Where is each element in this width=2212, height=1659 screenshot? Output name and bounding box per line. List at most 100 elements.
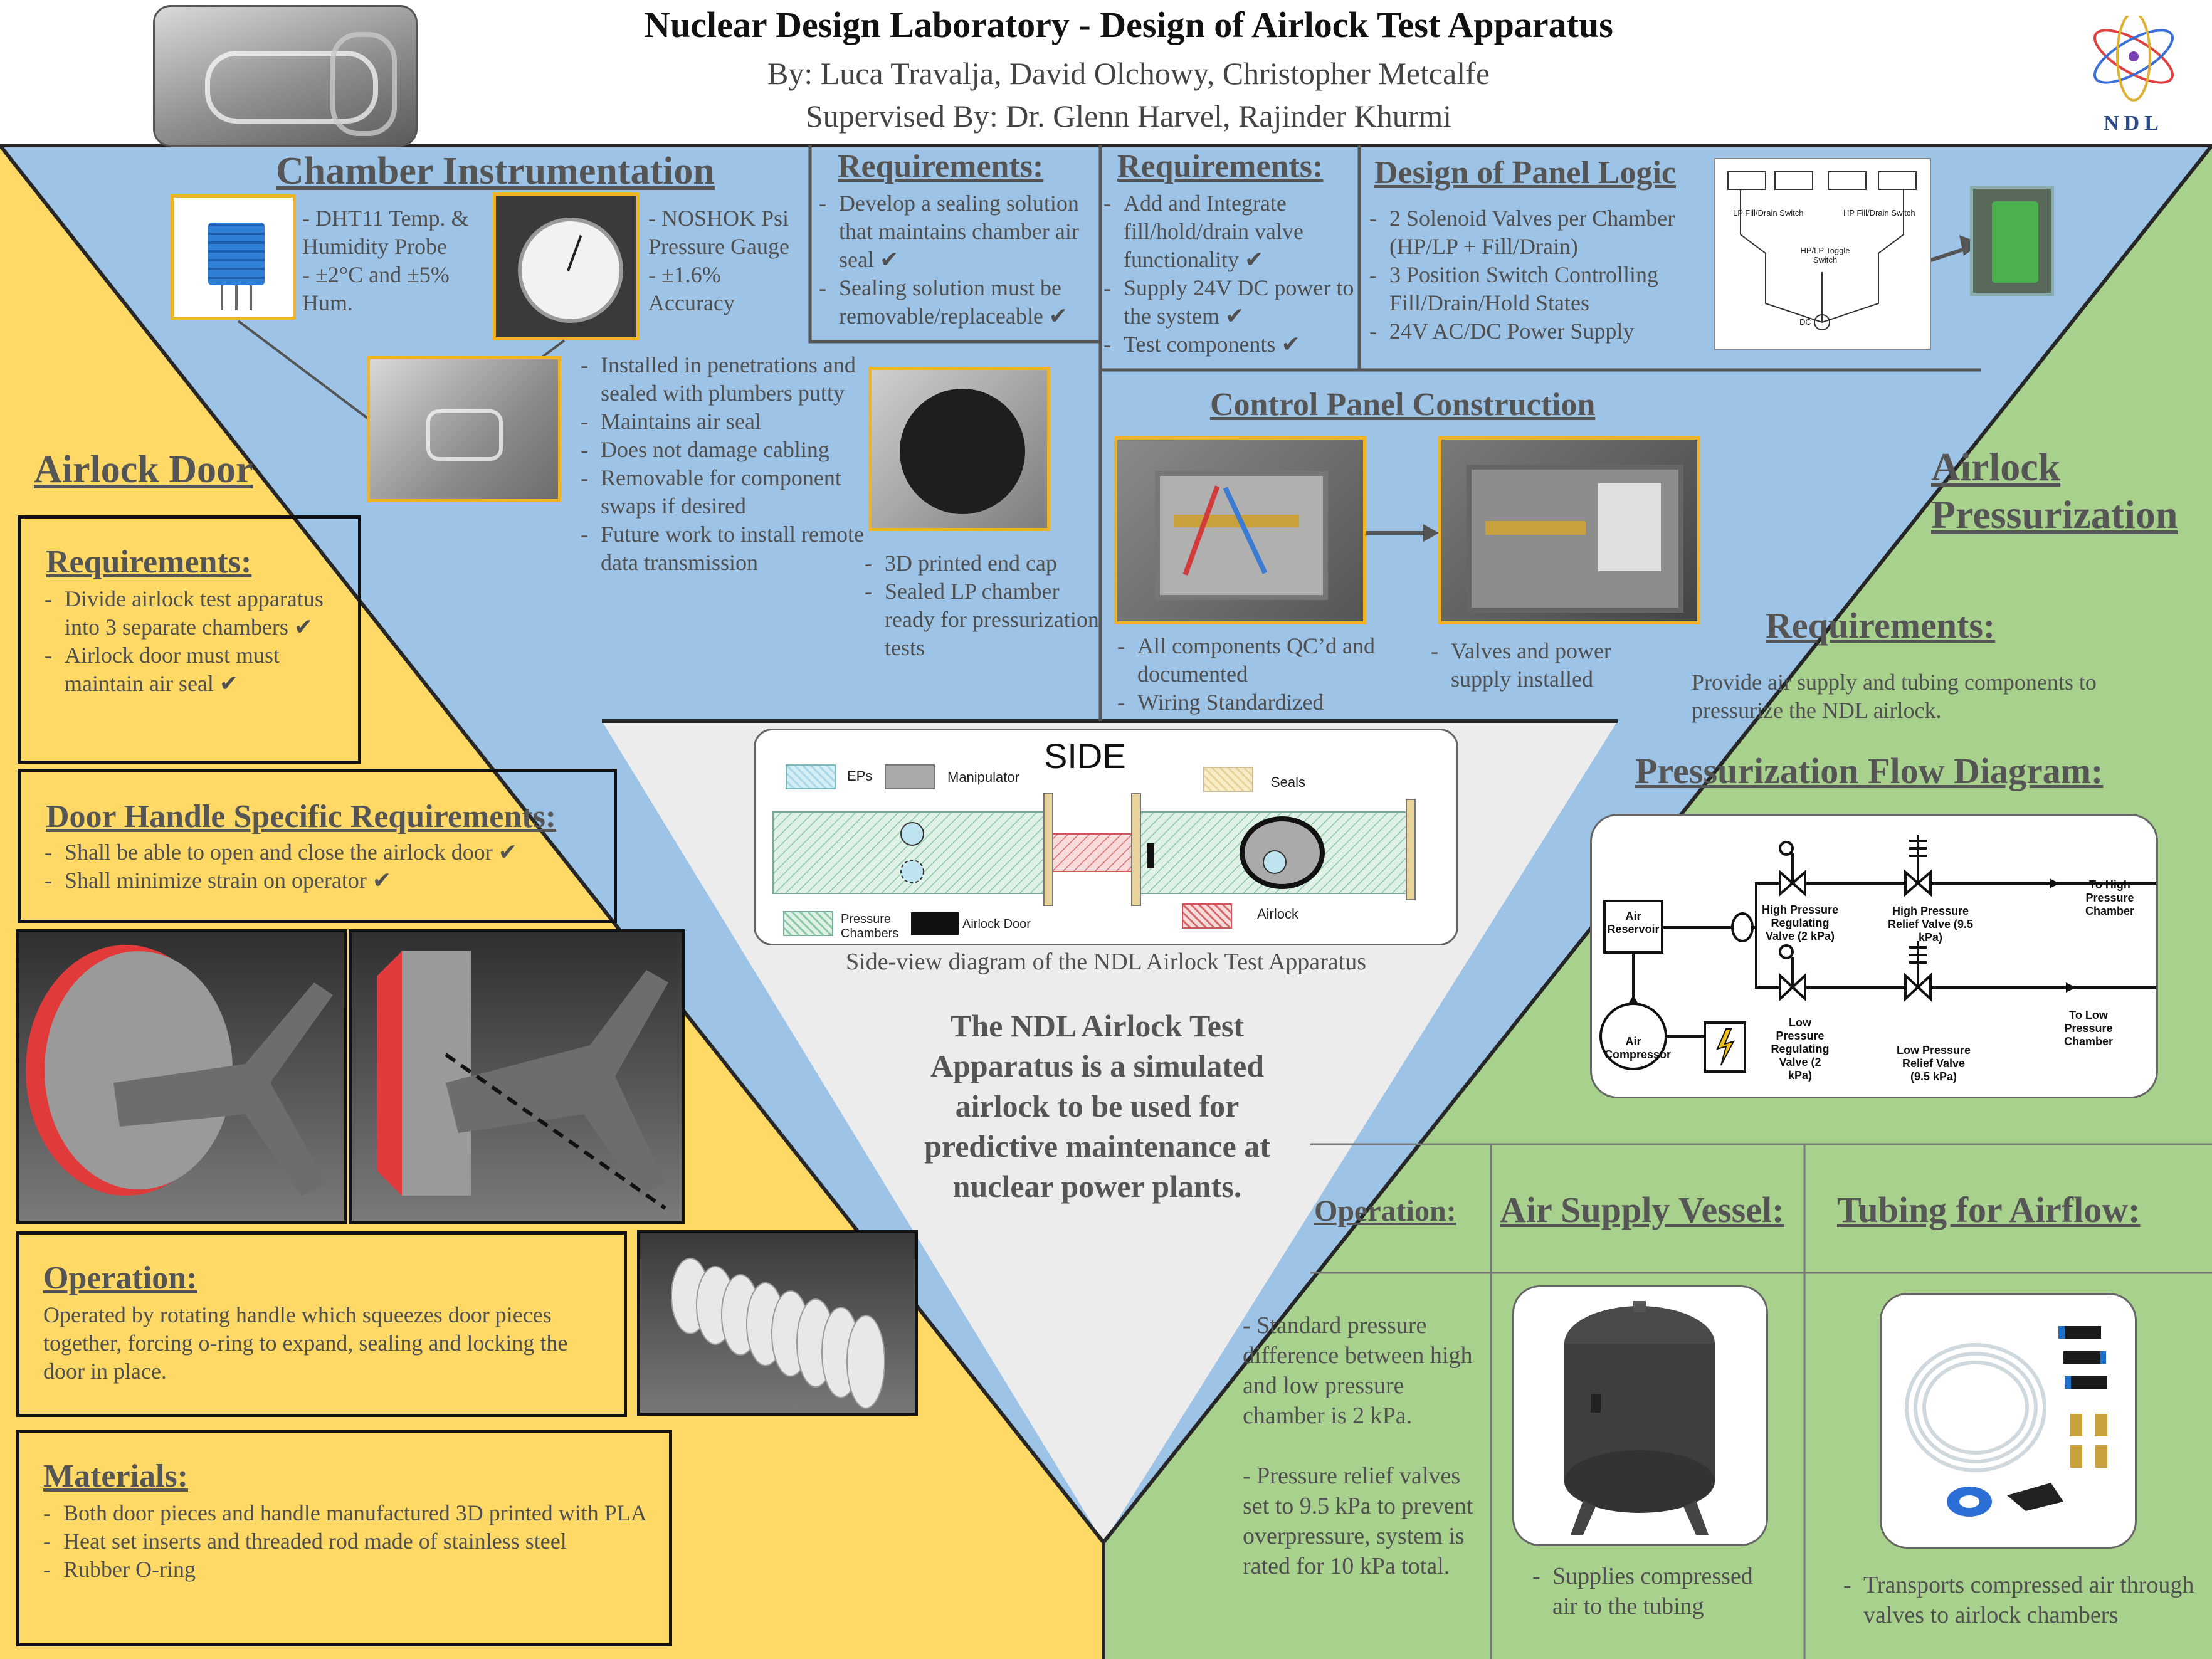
flow-label-to-lp: To Low Pressure Chamber bbox=[2063, 1009, 2114, 1048]
legend-seals-label: Seals bbox=[1271, 774, 1306, 790]
control-panel-photo-1 bbox=[1114, 436, 1366, 624]
materials-item: Rubber O-ring bbox=[41, 1556, 661, 1584]
penetration-seal-photo bbox=[367, 356, 561, 502]
handle-requirements-heading: Door Handle Specific Requirements: bbox=[46, 799, 557, 835]
tubing-image bbox=[1880, 1293, 2137, 1549]
door-requirement-item: Airlock door must must maintain air seal… bbox=[42, 641, 349, 698]
legend-airlock-label: Airlock bbox=[1257, 906, 1299, 922]
flow-label-reservoir: Air Reservoir bbox=[1607, 910, 1660, 935]
door-render-left bbox=[16, 929, 347, 1224]
penetration-item: Future work to install remote data trans… bbox=[578, 520, 866, 577]
control-panel-item: Wiring Standardized bbox=[1115, 688, 1378, 717]
penetration-item: Maintains air seal bbox=[578, 408, 866, 436]
control-panel-right-notes: Valves and power supply installed bbox=[1428, 637, 1641, 693]
penetration-notes: Installed in penetrations and sealed wit… bbox=[578, 351, 866, 577]
sealing-requirement-item: Develop a sealing solution that maintain… bbox=[816, 189, 1098, 274]
threaded-rod-render bbox=[637, 1230, 918, 1416]
center-statement: The NDL Airlock Test Apparatus is a simu… bbox=[924, 1008, 1270, 1204]
flow-label-hp-relief: High Pressure Relief Valve (9.5 kPa) bbox=[1887, 905, 1974, 944]
sealing-requirements-list: Develop a sealing solution that maintain… bbox=[816, 189, 1098, 330]
end-cap-item: Sealed LP chamber ready for pressurizati… bbox=[862, 577, 1100, 662]
header-photo bbox=[153, 5, 418, 147]
handle-requirement-item: Shall be able to open and close the airl… bbox=[42, 838, 606, 866]
air-supply-vessel-heading: Air Supply Vessel: bbox=[1500, 1189, 1784, 1230]
pressurization-operation-p1: - Standard pressure difference between h… bbox=[1243, 1312, 1473, 1429]
panel-logic-item: 3 Position Switch Controlling Fill/Drain… bbox=[1367, 261, 1718, 317]
gauge-description: - NOSHOK Psi Pressure Gauge - ±1.6% Accu… bbox=[648, 204, 811, 317]
flow-diagram-drawing bbox=[1599, 835, 2164, 1073]
legend-airlock-door-label: Airlock Door bbox=[962, 917, 1031, 931]
door-section-drawing bbox=[377, 951, 668, 1210]
end-cap-notes: 3D printed end cap Sealed LP chamber rea… bbox=[862, 549, 1100, 662]
flow-label-compressor: Air Compressor bbox=[1604, 1035, 1672, 1061]
air-vessel-item: Supplies compressed air to the tubing bbox=[1530, 1561, 1781, 1621]
control-panel-left-notes: All components QC’d and documented Wirin… bbox=[1115, 632, 1378, 717]
door-render-drawing bbox=[26, 945, 333, 1196]
door-requirements-list: Divide airlock test apparatus into 3 sep… bbox=[42, 585, 349, 698]
panel-schematic: LP Fill/Drain Switch HP Fill/Drain Switc… bbox=[1714, 158, 1931, 350]
legend-airlock-door-swatch bbox=[911, 912, 959, 935]
flow-diagram-heading: Pressurization Flow Diagram: bbox=[1635, 750, 2104, 791]
flow-label-lp-relief: Low Pressure Relief Valve (9.5 kPa) bbox=[1896, 1044, 1971, 1083]
schematic-drawing bbox=[1727, 171, 1917, 330]
control-panel-item: Valves and power supply installed bbox=[1428, 637, 1641, 693]
chamber-instrumentation-heading: Chamber Instrumentation bbox=[276, 150, 715, 192]
gauge-line-4: Accuracy bbox=[648, 290, 735, 315]
flow-label-hp-regulating: High Pressure Regulating Valve (2 kPa) bbox=[1761, 903, 1839, 942]
air-tank-icon bbox=[1564, 1301, 1715, 1535]
materials-list: Both door pieces and handle manufactured… bbox=[41, 1499, 661, 1584]
legend-pressure-chambers-swatch bbox=[783, 911, 833, 936]
tubing-notes: Transports compressed air through valves… bbox=[1841, 1570, 2211, 1630]
handle-requirements-list: Shall be able to open and close the airl… bbox=[42, 838, 606, 895]
penetration-item: Installed in penetrations and sealed wit… bbox=[578, 351, 866, 408]
pressurization-operation-p2: - Pressure relief valves set to 9.5 kPa … bbox=[1243, 1463, 1473, 1579]
flow-label-lp-regulating: Low Pressure Regulating Valve (2 kPa) bbox=[1771, 1016, 1830, 1082]
side-view-caption: Side-view diagram of the NDL Airlock Tes… bbox=[846, 949, 1366, 975]
gauge-line-1: - NOSHOK Psi bbox=[648, 206, 789, 231]
tubing-item: Transports compressed air through valves… bbox=[1841, 1570, 2211, 1630]
panel-logic-list: 2 Solenoid Valves per Chamber (HP/LP + F… bbox=[1367, 204, 1718, 345]
threaded-rod-drawing bbox=[671, 1258, 885, 1409]
materials-heading: Materials: bbox=[43, 1458, 189, 1494]
dht-line-2: Humidity Probe bbox=[302, 234, 447, 259]
air-vessel-image bbox=[1512, 1285, 1768, 1546]
door-requirements-heading: Requirements: bbox=[46, 544, 252, 580]
gauge-line-3: - ±1.6% bbox=[648, 262, 721, 287]
pressurization-operation-heading: Operation: bbox=[1314, 1194, 1456, 1228]
valve-requirements-list: Add and Integrate fill/hold/drain valve … bbox=[1101, 189, 1358, 359]
handle-requirement-item: Shall minimize strain on operator ✔ bbox=[42, 866, 606, 895]
penetration-item: Removable for component swaps if desired bbox=[578, 464, 866, 520]
valve-requirement-item: Test components ✔ bbox=[1101, 330, 1358, 359]
control-panel-heading: Control Panel Construction bbox=[1210, 387, 1596, 423]
materials-item: Both door pieces and handle manufactured… bbox=[41, 1499, 661, 1527]
airlock-door-heading: Airlock Door bbox=[34, 448, 253, 491]
panel-logic-item: 2 Solenoid Valves per Chamber (HP/LP + F… bbox=[1367, 204, 1718, 261]
handle-requirements-box: Door Handle Specific Requirements: Shall… bbox=[18, 769, 617, 923]
dht-line-3: - ±2°C and ±5% bbox=[302, 262, 450, 287]
pressure-gauge-photo bbox=[493, 192, 640, 340]
pressurization-heading-2: Pressurization bbox=[1931, 492, 2178, 537]
legend-eps-swatch bbox=[786, 764, 836, 789]
poster-supervisors: Supervised By: Dr. Glenn Harvel, Rajinde… bbox=[805, 98, 1452, 134]
dht11-sensor-photo bbox=[171, 194, 296, 320]
control-panel-item: All components QC’d and documented bbox=[1115, 632, 1378, 688]
ndl-logo-icon bbox=[2094, 16, 2174, 102]
valve-requirements-heading: Requirements: bbox=[1117, 149, 1324, 184]
end-cap-list: 3D printed end cap Sealed LP chamber rea… bbox=[862, 549, 1100, 662]
penetration-item: Does not damage cabling bbox=[578, 436, 866, 464]
legend-airlock-swatch bbox=[1182, 903, 1232, 929]
poster-authors: By: Luca Travalja, David Olchowy, Christ… bbox=[767, 56, 1490, 91]
legend-eps-label: EPs bbox=[847, 768, 873, 784]
valve-requirement-item: Supply 24V DC power to the system ✔ bbox=[1101, 274, 1358, 330]
operation-heading: Operation: bbox=[43, 1260, 198, 1296]
materials-box: Materials: Both door pieces and handle m… bbox=[16, 1430, 672, 1646]
schematic-label-dc: DC bbox=[1799, 317, 1811, 327]
schematic-label-toggle: HP/LP Toggle Switch bbox=[1800, 246, 1850, 265]
ndl-logo-text: NDL bbox=[2104, 112, 2164, 135]
pressurization-requirements-text: Provide air supply and tubing components… bbox=[1692, 670, 2097, 723]
operation-text: Operated by rotating handle which squeez… bbox=[43, 1302, 568, 1384]
valve-requirement-item: Add and Integrate fill/hold/drain valve … bbox=[1101, 189, 1358, 274]
penetration-list: Installed in penetrations and sealed wit… bbox=[578, 351, 866, 577]
end-cap-photo bbox=[868, 367, 1050, 531]
air-vessel-notes: Supplies compressed air to the tubing bbox=[1530, 1561, 1781, 1621]
